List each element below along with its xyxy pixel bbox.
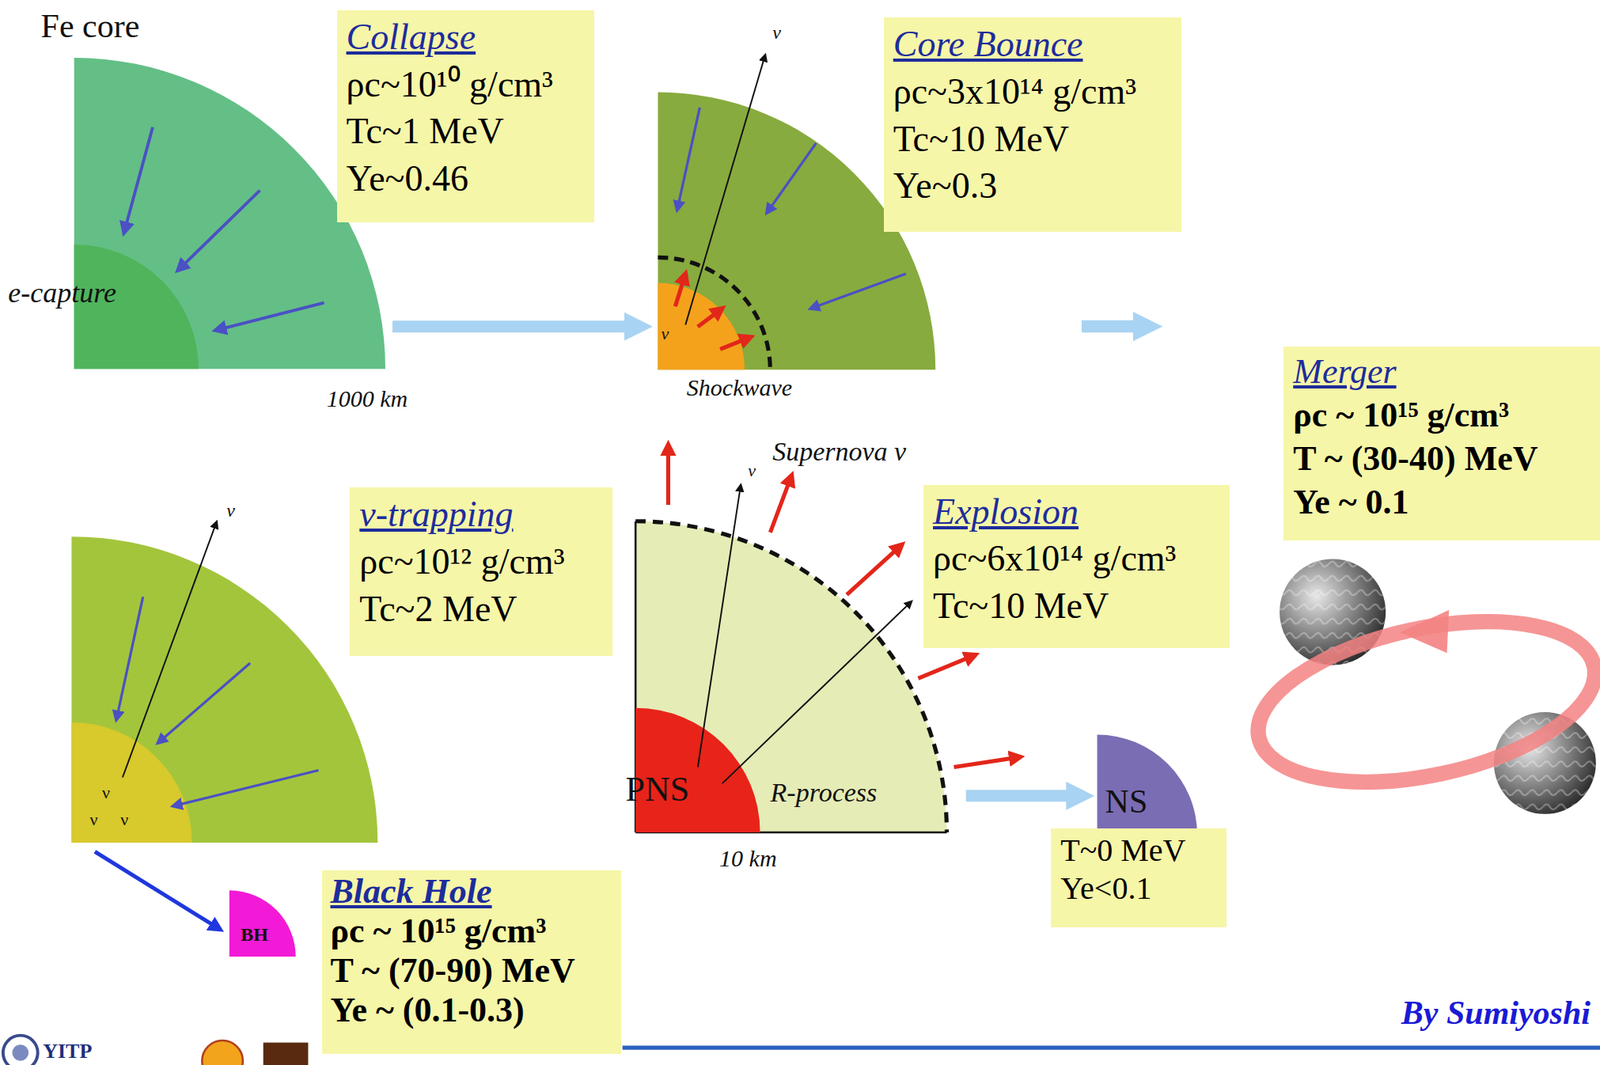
- illustration-label: NS: [1105, 783, 1149, 820]
- arrow: [697, 307, 723, 327]
- box-value: Tc~1 MeV: [346, 107, 585, 156]
- illustration-label: 10 km: [719, 845, 777, 872]
- info-box: Core Bounceρc~3x10¹⁴ g/cm³Tc~10 MeVYe~0.…: [883, 17, 1183, 232]
- illustration-node: PNS R-process 10 km: [624, 515, 962, 883]
- arrow: [918, 655, 976, 679]
- box-heading: Black Hole: [329, 872, 614, 912]
- illustration-label: 1000 km: [326, 385, 408, 412]
- arrow: [954, 757, 1021, 768]
- stage-illustration: [624, 515, 962, 883]
- arrow: [173, 770, 319, 807]
- box-value: T~0 MeV: [1060, 831, 1218, 870]
- arrow: [116, 596, 144, 720]
- box-value: Ye ~ (0.1-0.3): [329, 990, 614, 1031]
- arrow: [767, 143, 817, 213]
- info-box: Explosionρc~6x10¹⁴ g/cm³Tc~10 MeV: [923, 485, 1230, 649]
- logo-text: YITP: [42, 1040, 92, 1064]
- logo: [11, 1044, 29, 1062]
- info-box: T~0 MeVYe<0.1: [1050, 828, 1227, 928]
- arrow: [811, 273, 907, 309]
- box-value: T ~ (70-90) MeV: [329, 951, 614, 991]
- orbit-arrowhead: [1399, 610, 1449, 653]
- neutrino-label: ν: [772, 22, 782, 43]
- arrow: [216, 303, 325, 331]
- flow-arrow: [1081, 320, 1146, 333]
- arrow: [666, 444, 671, 505]
- illustration-label: Fe core: [41, 7, 141, 45]
- box-value: ρc~10¹² g/cm³: [359, 538, 603, 586]
- arrow: [122, 522, 217, 778]
- illustration-node: Fe coree-capture1000 km: [4, 4, 388, 418]
- box-value: Ye<0.1: [1060, 869, 1218, 908]
- logo: [263, 1042, 309, 1065]
- illustration-label: ν: [120, 810, 129, 830]
- arrow: [697, 485, 741, 768]
- box-value: ρc~3x10¹⁴ g/cm³: [893, 68, 1173, 116]
- box-value: Ye ~ 0.1: [1292, 480, 1591, 524]
- box-value: Ye~0.3: [893, 162, 1173, 210]
- info-box: Collapseρc~10¹⁰ g/cm³Tc~1 MeVYe~0.46: [337, 10, 595, 223]
- flow-arrow: [94, 851, 219, 929]
- arrow: [720, 337, 751, 349]
- illustration-node: NS: [1095, 722, 1200, 837]
- box-value: ρc~6x10¹⁴ g/cm³: [932, 534, 1221, 583]
- illustration-label: BH: [240, 924, 269, 945]
- flow-arrow: [392, 320, 636, 333]
- stage-illustration: [4, 4, 388, 418]
- box-value: ρc ~ 10¹⁵ g/cm³: [329, 911, 614, 952]
- box-heading: Merger: [1292, 349, 1591, 394]
- orbit-ring: [1243, 594, 1600, 810]
- footer-rule: [622, 1046, 1600, 1051]
- arrow: [722, 602, 912, 785]
- illustration-label: Shockwave: [686, 374, 793, 401]
- illustration-label: ν: [102, 783, 110, 803]
- box-value: Tc~2 MeV: [359, 585, 603, 634]
- illustration-label: e-capture: [7, 277, 117, 310]
- box-value: Ye~0.46: [346, 155, 585, 203]
- logo: [3, 1035, 38, 1065]
- box-value: Tc~10 MeV: [932, 582, 1221, 630]
- arrow: [677, 106, 700, 209]
- info-box: Mergerρc ~ 10¹⁵ g/cm³T ~ (30-40) MeVYe ~…: [1283, 346, 1600, 541]
- box-heading: Core Bounce: [893, 20, 1173, 69]
- arrow: [124, 127, 153, 233]
- black-hole: [229, 890, 296, 958]
- box-value: Tc~10 MeV: [893, 115, 1173, 164]
- illustration-label: ν: [89, 810, 98, 830]
- arrow: [770, 475, 793, 533]
- neutrino-label: ν: [226, 500, 236, 521]
- arrow: [846, 545, 903, 596]
- box-value: T ~ (30-40) MeV: [1292, 436, 1591, 481]
- logo: [201, 1040, 243, 1065]
- arrow: [675, 273, 687, 307]
- neutrino-label: ν: [747, 461, 756, 481]
- arrow: [178, 190, 261, 271]
- illustration-node: BH: [226, 889, 300, 960]
- credit-note: By Sumiyoshi: [1401, 994, 1591, 1032]
- box-heading: Explosion: [932, 488, 1221, 536]
- inner-core: [658, 282, 746, 370]
- arrow: [158, 663, 251, 744]
- neutrino-sphere: [71, 722, 192, 843]
- neutron-star: [1096, 734, 1197, 835]
- box-heading: ν-trapping: [359, 490, 603, 539]
- trapping-core: [71, 536, 378, 843]
- info-box: Black Holeρc ~ 10¹⁵ g/cm³T ~ (70-90) MeV…: [322, 870, 622, 1055]
- arrow: [686, 55, 766, 325]
- box-heading: Collapse: [346, 13, 585, 61]
- illustration-label: PNS: [625, 770, 690, 809]
- stage-illustration: [66, 525, 383, 847]
- illustration-label: R-process: [770, 777, 878, 808]
- illustration-node: ννν: [66, 525, 383, 847]
- box-value: ρc ~ 10¹⁵ g/cm³: [1292, 393, 1591, 437]
- shock-front: [658, 257, 771, 370]
- flow-arrow: [966, 789, 1078, 802]
- neutrino-label: Supernova ν: [772, 436, 907, 467]
- box-value: ρc~10¹⁰ g/cm³: [346, 60, 585, 109]
- info-box: ν-trappingρc~10¹² g/cm³Tc~2 MeV: [349, 487, 612, 656]
